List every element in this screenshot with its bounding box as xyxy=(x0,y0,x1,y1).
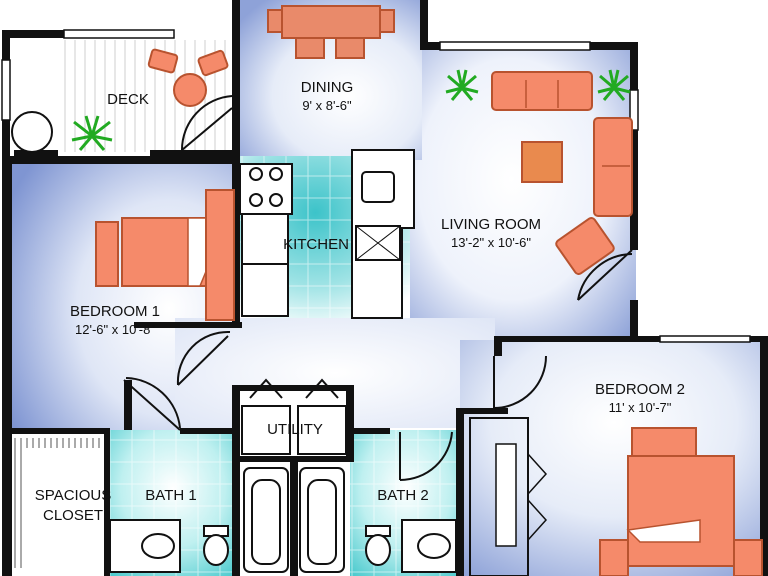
bath-2-door xyxy=(399,431,453,482)
loveseat-icon xyxy=(593,117,633,217)
kitchen-label: KITCHEN xyxy=(283,236,349,253)
stove-icon xyxy=(249,167,283,207)
utility-label: UTILITY xyxy=(267,421,323,438)
living-room-label: LIVING ROOM xyxy=(441,216,541,233)
bedroom-2-dimensions: 11' x 10'-7" xyxy=(609,400,672,415)
deck-chair-icon xyxy=(197,49,229,77)
nightstand-icon xyxy=(733,539,763,576)
closet-label-line-1: SPACIOUS xyxy=(35,487,111,504)
sofa-icon xyxy=(491,71,593,111)
closet-floor xyxy=(8,430,108,576)
armchair-icon xyxy=(555,216,615,276)
bedroom-1-dimensions: 12'-6" x 10'-8" xyxy=(75,322,155,337)
sink-icon xyxy=(361,171,395,203)
wardrobe-icon xyxy=(469,417,529,576)
dresser-icon xyxy=(95,221,119,287)
nightstand-icon xyxy=(631,427,697,457)
washer-icon xyxy=(241,405,291,455)
dining-table-icon xyxy=(281,5,381,39)
deck-table-icon xyxy=(173,73,207,107)
counter-icon xyxy=(241,213,289,265)
deck-door xyxy=(180,95,233,151)
nightstand-icon xyxy=(599,539,629,576)
bathtub-icon xyxy=(299,467,345,573)
plant-icon xyxy=(597,69,631,101)
bedroom-2-furniture xyxy=(469,417,763,576)
deck-furniture xyxy=(11,48,229,153)
toilet-icon xyxy=(365,525,391,566)
doors xyxy=(123,95,633,482)
deck-chair-icon xyxy=(147,48,179,74)
dining-furniture xyxy=(267,5,395,59)
closet-door xyxy=(123,377,181,431)
bath-2-fixtures xyxy=(299,467,457,573)
kitchen-fixtures xyxy=(241,149,415,319)
coffee-table-icon xyxy=(521,141,563,183)
room-labels: DECK DINING 9' x 8'-6" LIVING ROOM 13'-2… xyxy=(35,79,685,524)
sink-icon xyxy=(141,533,175,559)
closet-label-line-2: CLOSET xyxy=(43,507,103,524)
windows xyxy=(1,29,751,343)
closet-rod-icon xyxy=(14,448,24,568)
living-room-door xyxy=(577,249,633,301)
bath-1-label: BATH 1 xyxy=(145,487,196,504)
dining-chair-icon xyxy=(295,37,325,59)
dining-chair-icon xyxy=(335,37,365,59)
living-room-dimensions: 13'-2" x 10'-6" xyxy=(451,235,531,250)
dryer-icon xyxy=(297,405,347,455)
bath-1-fixtures xyxy=(109,467,289,573)
sink-icon xyxy=(417,533,451,559)
fridge-icon xyxy=(241,263,289,317)
dining-chair-icon xyxy=(267,9,283,33)
bedroom-2-door xyxy=(493,355,547,409)
closet-fixtures xyxy=(14,438,104,568)
bedroom-1-door xyxy=(176,330,231,386)
closet-rod-icon xyxy=(14,438,104,448)
bathtub-icon xyxy=(243,467,289,573)
dining-label: DINING xyxy=(301,79,354,96)
headboard-icon xyxy=(205,189,235,321)
plant-icon xyxy=(445,69,479,101)
dining-chair-icon xyxy=(379,9,395,33)
deck-plant-icon xyxy=(71,115,113,151)
utility-fixtures xyxy=(241,378,347,455)
bedroom-2-label: BEDROOM 2 xyxy=(595,381,685,398)
bedroom-1-label: BEDROOM 1 xyxy=(70,303,160,320)
bed-icon xyxy=(627,455,735,567)
toilet-icon xyxy=(203,525,229,566)
living-room-furniture xyxy=(445,69,633,276)
deck-grill-icon xyxy=(11,111,53,153)
bedroom-1-furniture xyxy=(95,189,235,321)
bath-2-label: BATH 2 xyxy=(377,487,428,504)
deck-label: DECK xyxy=(107,91,149,108)
dining-dimensions: 9' x 8'-6" xyxy=(302,98,352,113)
